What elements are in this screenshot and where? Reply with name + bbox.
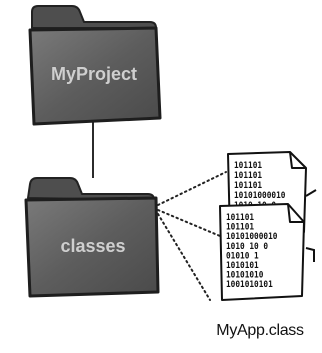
binary-line: 10101000010 — [234, 191, 285, 201]
binary-line: 1010101 — [226, 261, 259, 271]
file-side-marks — [305, 189, 317, 262]
myapp-class-file-label: MyApp.class — [216, 322, 304, 339]
classes-folder-label: classes — [60, 236, 125, 256]
myproject-folder-icon[interactable]: MyProject — [28, 5, 162, 126]
binary-line: 101101 — [234, 161, 262, 171]
binary-line: 10101000010 — [226, 232, 277, 242]
binary-line: 1001010101 — [226, 280, 273, 290]
dotted-link-lines — [157, 171, 227, 301]
binary-line: 01010 1 — [226, 251, 259, 261]
binary-line: 101101 — [226, 213, 254, 223]
binary-line: 101101 — [234, 171, 262, 181]
binary-line: 1010 10 0 — [226, 242, 268, 252]
binary-line: 10101010 — [226, 271, 263, 281]
binary-line: 101101 — [226, 223, 254, 233]
classes-folder-icon[interactable]: classes — [24, 177, 160, 298]
binary-line: 101101 — [234, 181, 262, 191]
myapp-class-file-icon[interactable]: 101101101101101101101010000101010 10 0 1… — [219, 151, 317, 301]
myproject-folder-label: MyProject — [51, 64, 137, 84]
